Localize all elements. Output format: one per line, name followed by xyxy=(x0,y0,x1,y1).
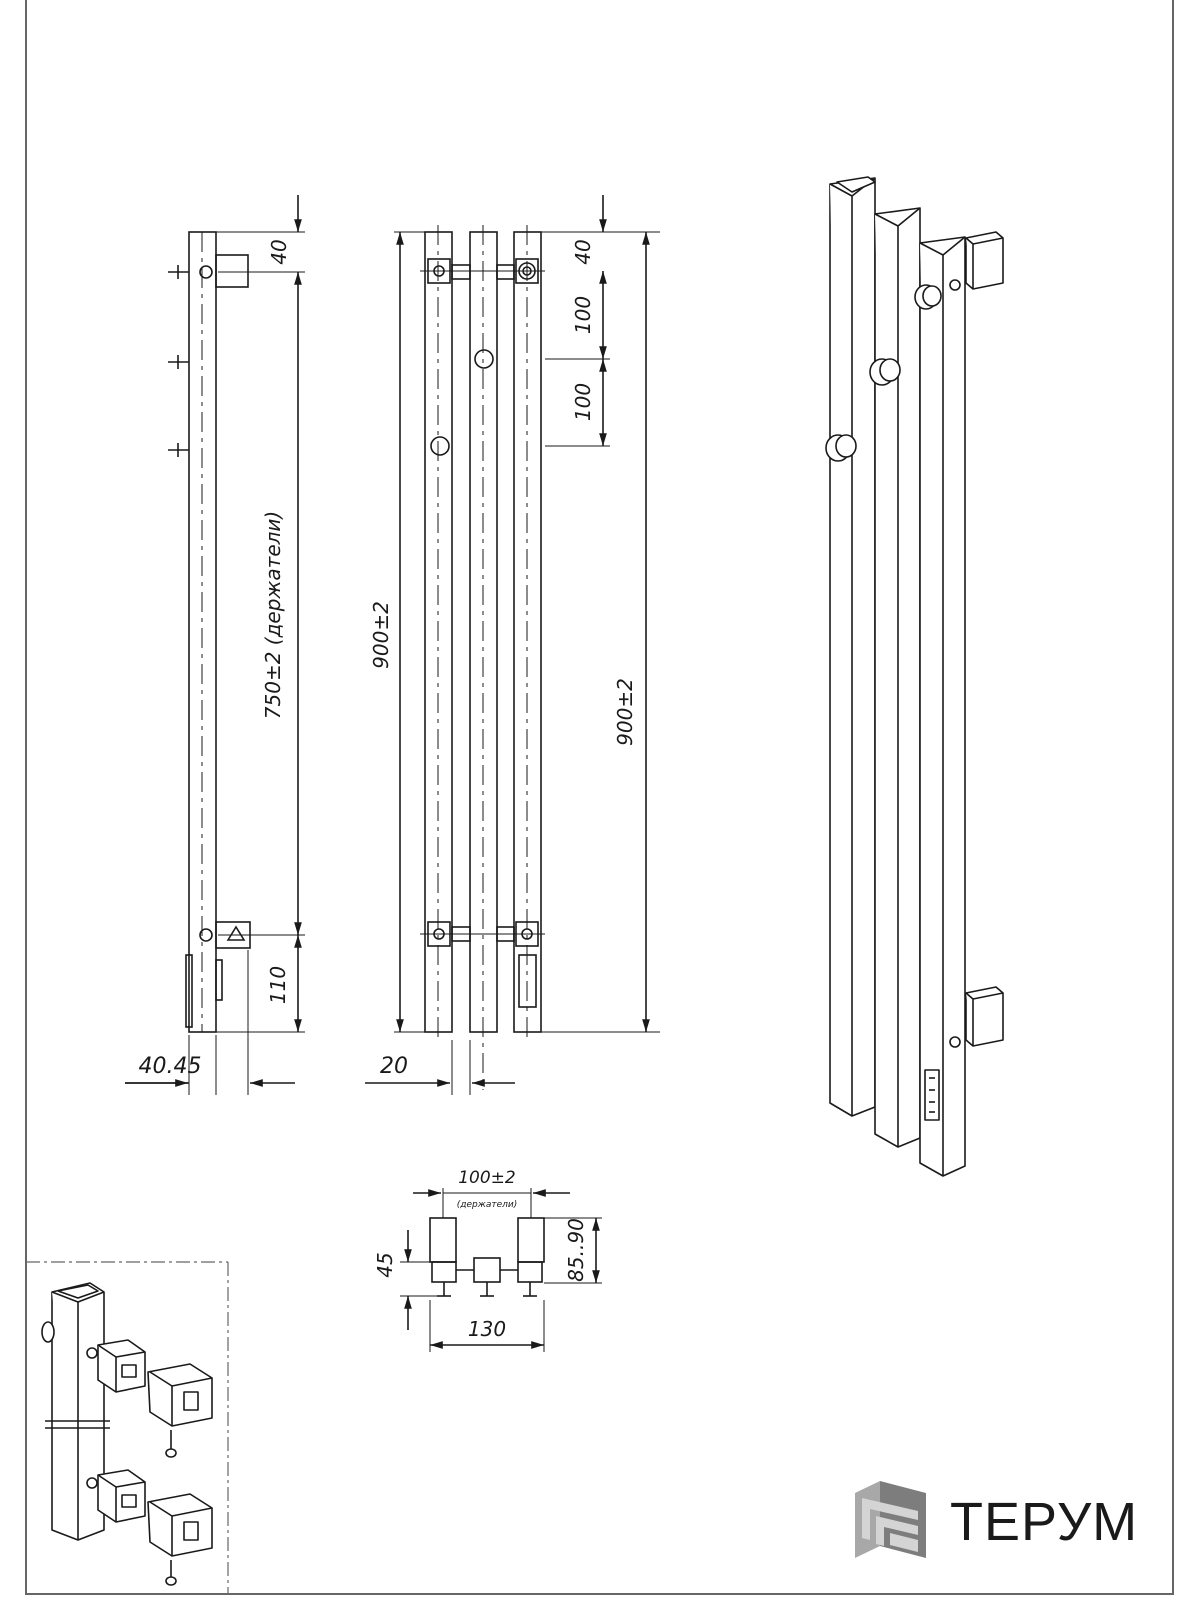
dim-side-holders: 750±2 (держатели) xyxy=(261,511,285,719)
side-view xyxy=(125,195,305,1095)
dim-front-step-2: 100 xyxy=(571,383,595,421)
front-view xyxy=(365,195,660,1095)
dim-front-total-right: 900±2 xyxy=(613,678,637,746)
dim-plan-depth-right: 85..90 xyxy=(564,1218,588,1282)
dim-front-step-1: 100 xyxy=(571,296,595,334)
dim-front-top: 40 xyxy=(571,239,595,264)
terum-logo-icon xyxy=(855,1481,926,1558)
bracket-detail-inset xyxy=(26,1261,229,1594)
dim-side-bottom: 110 xyxy=(266,966,290,1004)
dim-front-tube-width: 20 xyxy=(380,1054,408,1079)
dim-plan-depth-left: 45 xyxy=(373,1252,397,1277)
dim-plan-width: 130 xyxy=(468,1317,506,1341)
sheet-frame xyxy=(25,0,1174,1595)
dim-plan-holders-note: (держатели) xyxy=(457,1200,518,1210)
brand-name: ТЕРУМ xyxy=(950,1492,1138,1552)
dim-front-total-left: 900±2 xyxy=(369,601,393,669)
isometric-view xyxy=(825,176,1004,1177)
dim-plan-holders: 100±2 xyxy=(458,1168,516,1188)
dim-side-top: 40 xyxy=(267,239,291,264)
plan-view xyxy=(400,1188,602,1352)
dim-side-width: 40.45 xyxy=(139,1054,202,1079)
